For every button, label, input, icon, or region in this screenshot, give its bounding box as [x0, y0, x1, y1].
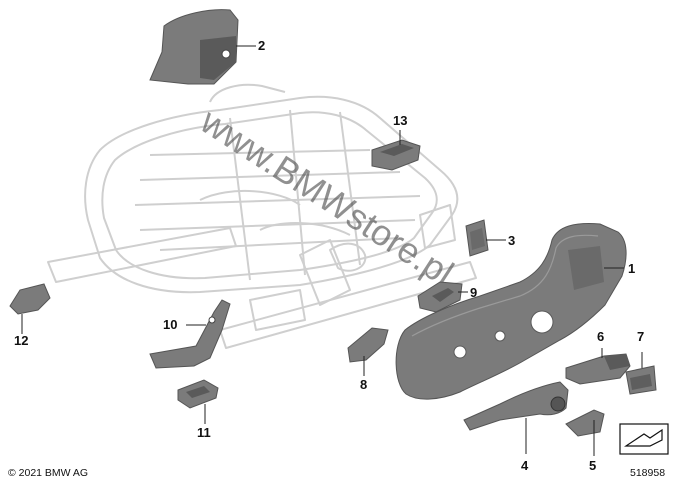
watermark-text: www.BMWstore.pl [193, 100, 461, 294]
part-2-rear-cover [149, 9, 239, 85]
part-7-switch-cover [625, 365, 657, 395]
callout-2: 2 [258, 38, 266, 53]
orientation-icon [619, 423, 669, 455]
callout-6: 6 [597, 329, 605, 344]
part-6-switch [565, 353, 631, 385]
part-11-clamp [177, 379, 219, 409]
callout-12: 12 [14, 333, 29, 348]
callout-11: 11 [197, 425, 211, 440]
part-1-side-trim-panel [395, 223, 627, 400]
callout-4: 4 [521, 458, 529, 473]
callout-1: 1 [628, 261, 636, 276]
diagram-number: 518958 [630, 467, 666, 479]
callout-13: 13 [393, 113, 408, 128]
part-12-end-cap [9, 283, 51, 315]
part-4-lever-cover [463, 381, 569, 431]
copyright-text: © 2021 BMW AG [8, 467, 89, 479]
callout-5: 5 [589, 458, 597, 473]
part-3-small-cap [465, 219, 489, 257]
seat-frame [47, 83, 477, 349]
callout-3: 3 [508, 233, 516, 248]
part-13-module [371, 139, 421, 171]
part-10-long-bracket [149, 299, 231, 369]
callout-8: 8 [360, 377, 368, 392]
leader-lines [21, 45, 643, 456]
callout-7: 7 [637, 329, 645, 344]
callout-10: 10 [163, 317, 178, 332]
part-9-holder [417, 281, 463, 313]
part-5-clip [565, 409, 605, 437]
callout-9: 9 [470, 285, 478, 300]
part-8-bracket [347, 327, 389, 363]
